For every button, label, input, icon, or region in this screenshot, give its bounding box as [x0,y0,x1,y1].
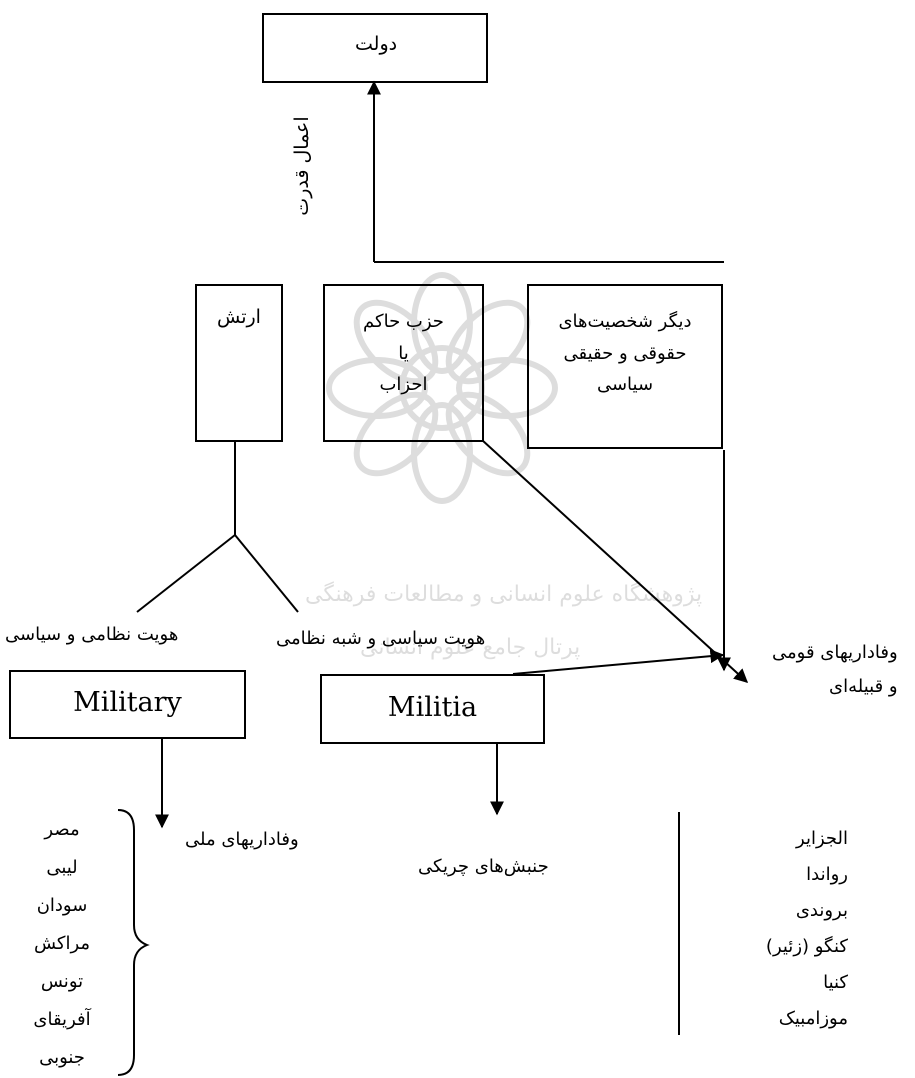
ethnic-loyalty-line-1: وفاداریهای قومی [772,642,898,663]
army-label: ارتش [217,306,261,328]
ethnic-loyalty-label: وفاداریهای قومی و قبیله‌ای [772,636,898,704]
state-box [262,13,488,83]
country-left-item: آفریقای [33,1009,91,1030]
national-loyalty-label: وفاداریهای ملی [185,829,299,850]
ruling-party-line-1: حزب حاکم [363,311,444,332]
paramilitary-identity-label: هویت سیاسی و شبه نظامی [276,628,486,649]
country-left-item: مصر [44,819,80,840]
power-label: اعمال قدرت [291,116,313,216]
personalities-label: دیگر شخصیت‌های حقوقی و حقیقی سیاسی [527,306,723,401]
watermark-text-line-2: پرتال جامع علوم انسانی [360,635,581,660]
personalities-line-2: حقوقی و حقیقی [563,342,687,364]
personalities-line-1: دیگر شخصیت‌های [558,311,692,332]
personalities-line-3: سیاسی [596,374,654,395]
left-brace-icon [117,809,150,1076]
country-left-item: سودان [36,895,88,916]
ruling-party-line-3: احزاب [379,374,428,395]
country-right-item: کنگو (زئیر) [765,936,848,957]
country-right-item: الجزایر [796,828,848,849]
country-left-item: لیبی [46,857,78,878]
countries-right-list: الجزایر رواندا بروندی کنگو (زئیر) کنیا م… [728,821,848,1037]
army-box [195,284,283,442]
country-right-item: بروندی [795,900,848,921]
arrow-militia-to-ethnic [512,649,725,675]
ruling-party-line-2: یا [398,342,409,364]
country-left-item: جنوبی [39,1047,85,1068]
country-right-item: موزامبیک [778,1008,848,1029]
watermark-emblem-icon [326,272,558,504]
ethnic-loyalty-line-2: و قبیله‌ای [829,676,898,698]
militia-box [320,674,545,744]
personalities-box [527,284,723,449]
ruling-party-label: حزب حاکم یا احزاب [323,306,484,401]
countries-left-list: مصر لیبی سودان مراکش تونس آفریقای جنوبی [15,811,109,1077]
watermark-text-line-1: پژوهشگاه علوم انسانی و مطالعات فرهنگی [305,582,703,607]
military-box [9,670,246,739]
state-label: دولت [355,33,398,55]
country-right-item: رواندا [806,864,848,885]
fork-right-line [234,534,299,613]
military-label: Military [73,687,182,718]
military-identity-label: هویت نظامی و سیاسی [5,624,179,645]
ruling-party-box [323,284,484,442]
country-left-item: مراکش [33,933,91,954]
country-right-item: کنیا [823,972,848,993]
militia-label: Militia [387,692,478,723]
arrow-party-to-ethnic [481,439,749,683]
guerrilla-label: جنبش‌های چریکی [418,856,549,877]
fork-left-line [136,534,236,613]
country-left-item: تونس [40,971,84,992]
